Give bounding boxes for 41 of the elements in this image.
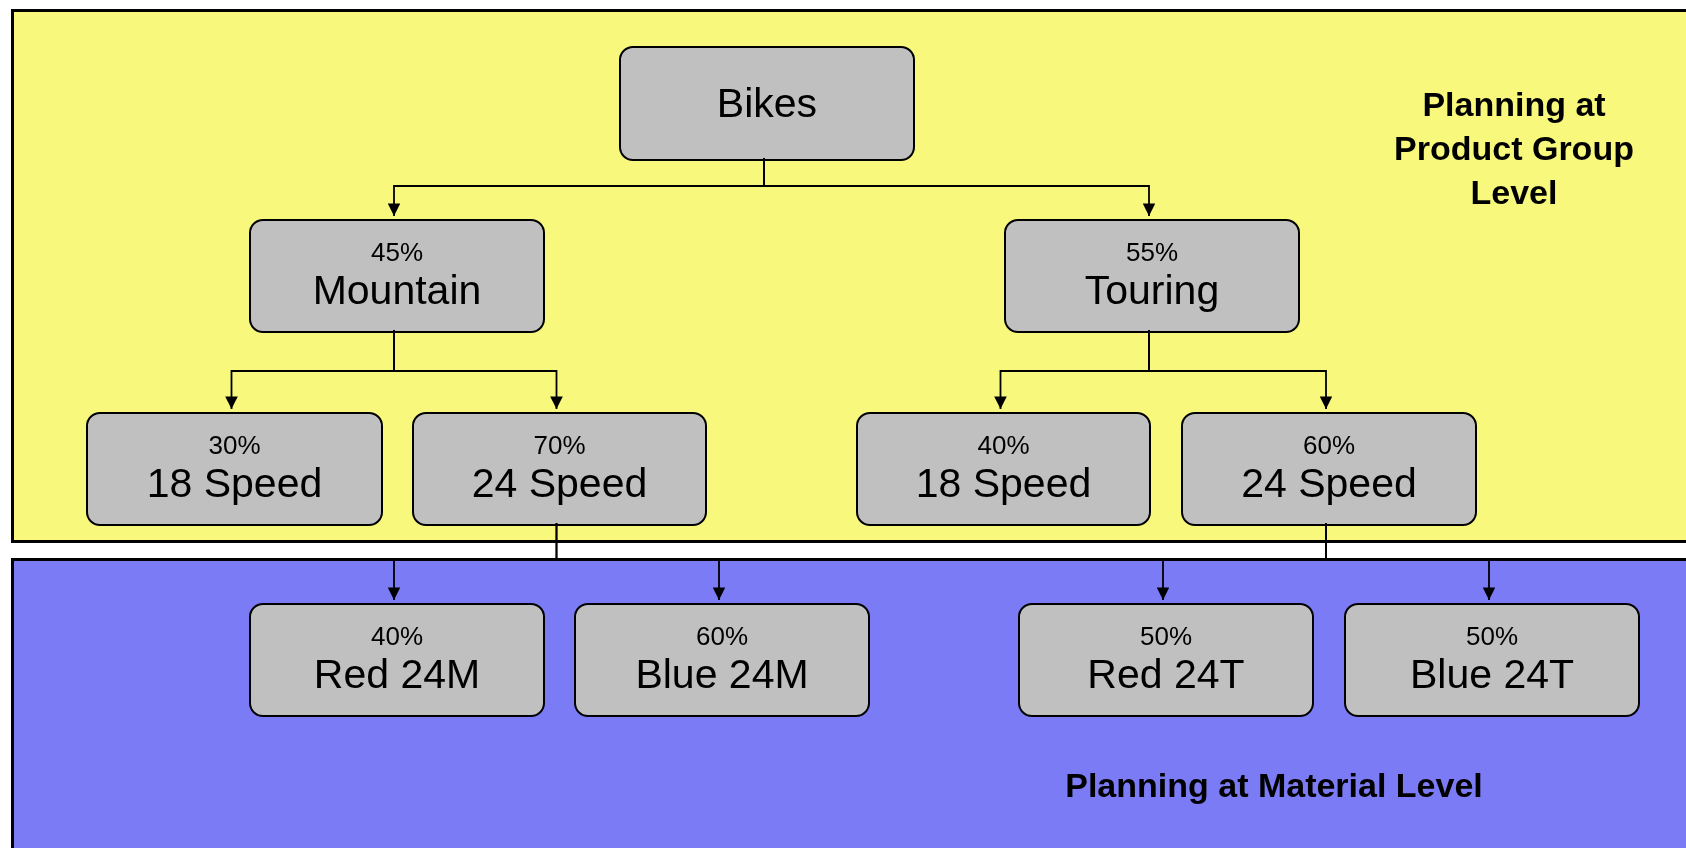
- share-percent: 50%: [1139, 622, 1192, 651]
- category-box: [412, 412, 707, 526]
- category-box: [1181, 412, 1477, 526]
- category-box: [1344, 603, 1640, 717]
- share-percent: 60%: [695, 622, 748, 651]
- arrow: [1148, 329, 1333, 410]
- share-percent: 40%: [370, 622, 423, 651]
- category-name: Blue 24M: [635, 650, 809, 698]
- category-name: 18 Speed: [915, 459, 1092, 507]
- share-percent: 40%: [977, 431, 1030, 460]
- category-name: Blue 24T: [1409, 650, 1575, 698]
- category-name: Red 24M: [313, 650, 481, 698]
- category-box: [249, 219, 545, 333]
- category-name: Touring: [1084, 266, 1220, 314]
- category-name: Red 24T: [1087, 650, 1245, 698]
- share-percent: 45%: [370, 238, 423, 267]
- share-percent: 55%: [1125, 238, 1178, 267]
- category-name: Bikes: [716, 79, 818, 128]
- category-name: 24 Speed: [1241, 459, 1417, 507]
- category-box: [86, 412, 383, 526]
- share-percent: 50%: [1465, 622, 1518, 651]
- band-title: Planning at Material Level: [1064, 765, 1484, 806]
- category-name: 18 Speed: [146, 459, 323, 507]
- category-box: [619, 46, 915, 161]
- category-box: [856, 412, 1151, 526]
- arrow: [555, 522, 726, 601]
- level-band: [11, 9, 1686, 543]
- arrow: [1325, 522, 1496, 601]
- category-box: [1018, 603, 1314, 717]
- category-name: Mountain: [312, 266, 482, 314]
- category-box: [1004, 219, 1300, 333]
- category-box: [574, 603, 870, 717]
- arrow: [763, 157, 1156, 217]
- share-percent: 60%: [1302, 431, 1355, 460]
- category-box: [249, 603, 545, 717]
- share-percent: 30%: [208, 431, 261, 460]
- band-title: Planning at Product Group Level: [1393, 84, 1635, 214]
- arrow: [393, 329, 563, 410]
- share-percent: 70%: [533, 431, 586, 460]
- category-name: 24 Speed: [471, 459, 648, 507]
- level-band: [11, 558, 1686, 848]
